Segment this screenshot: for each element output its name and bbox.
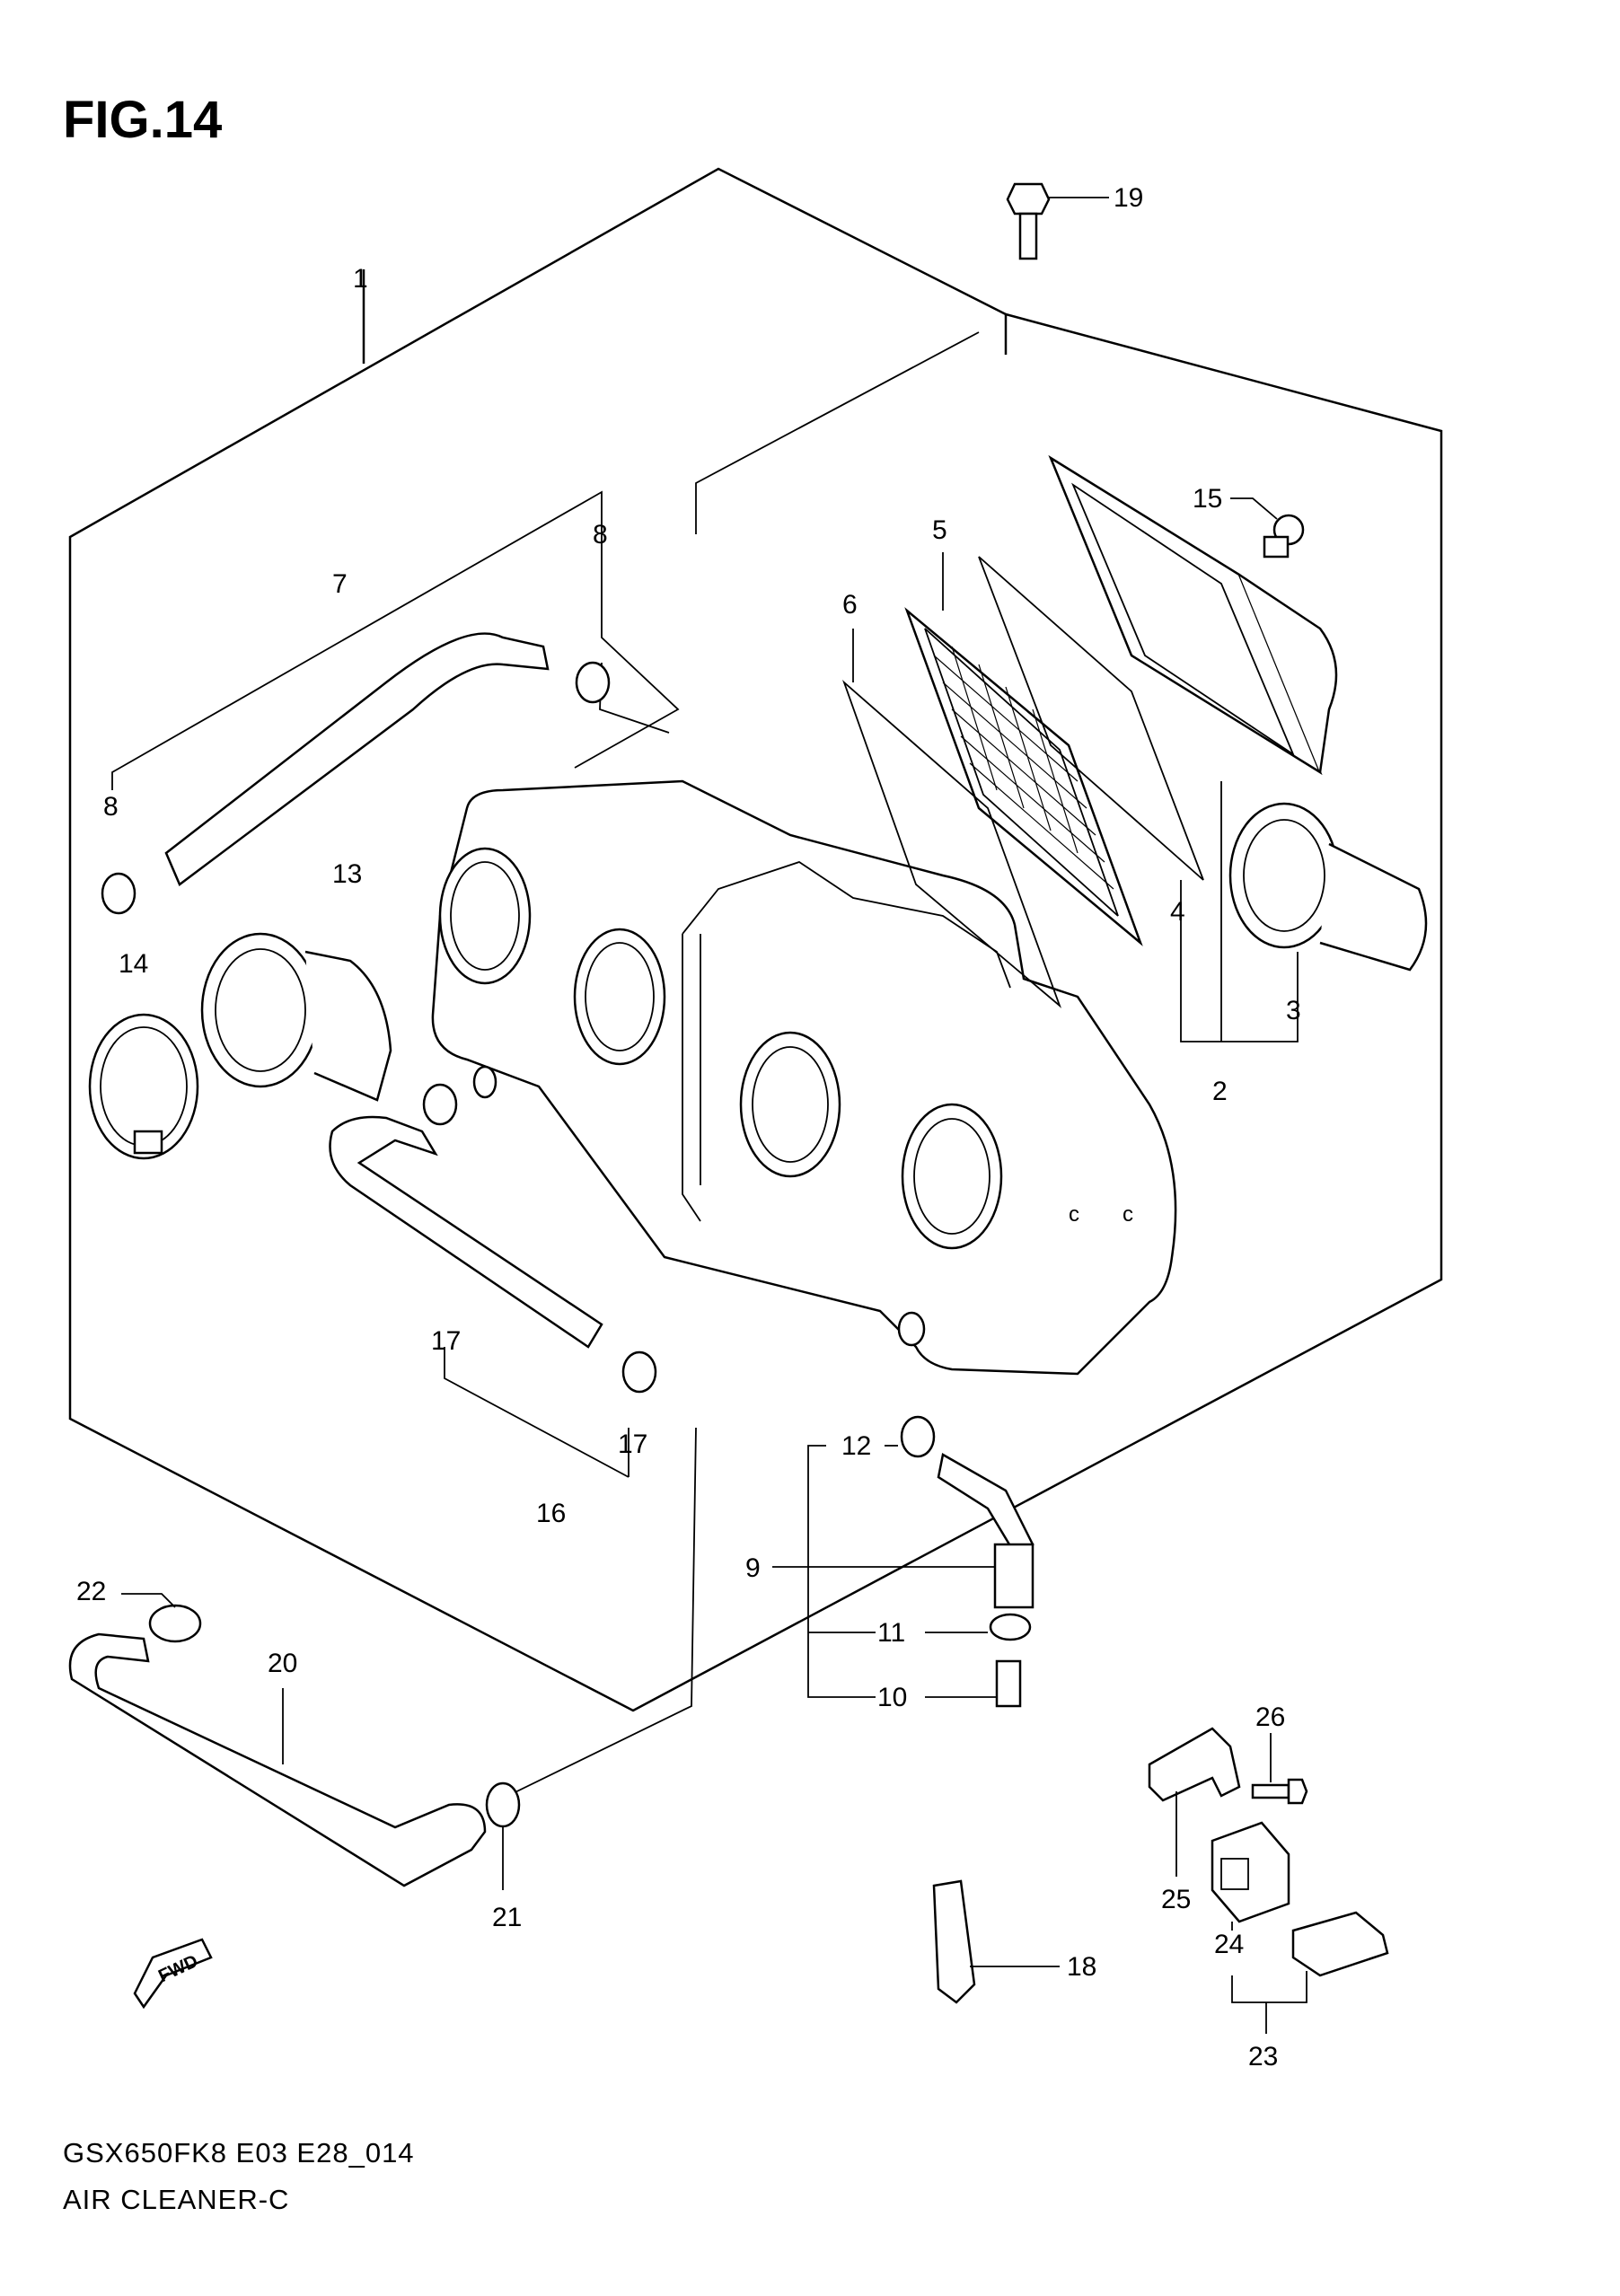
callout-14: 14 bbox=[119, 949, 148, 979]
clamp-12 bbox=[900, 1415, 936, 1458]
callout-8-upper: 8 bbox=[593, 520, 608, 550]
callout-19: 19 bbox=[1114, 183, 1143, 213]
callout-22: 22 bbox=[76, 1577, 106, 1606]
intake-duct-3 bbox=[1228, 802, 1428, 972]
clamp-17-lower bbox=[621, 1350, 657, 1394]
callout-4: 4 bbox=[1170, 897, 1185, 927]
connector-23 bbox=[1291, 1911, 1389, 1977]
callout-16: 16 bbox=[536, 1499, 566, 1528]
callout-3: 3 bbox=[1286, 996, 1301, 1025]
drain-hose-9-pipe bbox=[993, 1543, 1035, 1609]
callout-21: 21 bbox=[492, 1903, 522, 1932]
clamp-22 bbox=[148, 1604, 202, 1643]
callout-17-upper: 17 bbox=[431, 1326, 461, 1356]
hose-16 bbox=[329, 1115, 603, 1349]
hose-7 bbox=[164, 632, 550, 886]
callout-9: 9 bbox=[745, 1553, 761, 1583]
callout-18: 18 bbox=[1067, 1952, 1096, 1982]
callout-7: 7 bbox=[332, 569, 348, 599]
callout-5: 5 bbox=[932, 515, 947, 545]
bracket-25 bbox=[1148, 1727, 1241, 1802]
callout-20: 20 bbox=[268, 1649, 297, 1678]
assembly-outline-1 bbox=[68, 167, 1443, 1712]
subassembly-outline bbox=[695, 331, 980, 534]
breather-hose-20 bbox=[68, 1632, 487, 1887]
air-box-cover-2 bbox=[1048, 454, 1338, 776]
connector-24 bbox=[1211, 1821, 1290, 1923]
forward-direction-arrow-icon: FWD bbox=[133, 1938, 213, 2010]
air-box-housing: c c bbox=[431, 779, 1177, 1376]
clamp-11 bbox=[989, 1613, 1032, 1641]
filter-element-5 bbox=[904, 607, 1143, 946]
drain-plug-10 bbox=[995, 1659, 1022, 1708]
footer-model-code: GSX650FK8 E03 E28_014 bbox=[63, 2137, 415, 2168]
screw-15 bbox=[1263, 514, 1305, 559]
svg-text:c: c bbox=[1123, 1202, 1133, 1227]
callout-1: 1 bbox=[353, 264, 368, 294]
bolt-26 bbox=[1251, 1778, 1308, 1805]
callout-25: 25 bbox=[1161, 1885, 1191, 1914]
callout-12: 12 bbox=[841, 1431, 871, 1461]
callout-11: 11 bbox=[877, 1618, 905, 1648]
gasket-6 bbox=[841, 680, 1061, 1008]
bolt-19 bbox=[1006, 182, 1051, 260]
callout-26: 26 bbox=[1255, 1702, 1285, 1732]
callout-24: 24 bbox=[1214, 1930, 1244, 1959]
callout-8-lower: 8 bbox=[103, 792, 119, 822]
callout-10: 10 bbox=[877, 1683, 907, 1712]
intake-elbow-13 bbox=[200, 932, 392, 1102]
callout-15: 15 bbox=[1193, 484, 1222, 514]
clamp-8-lower bbox=[101, 872, 136, 915]
callout-2: 2 bbox=[1212, 1077, 1228, 1106]
clamp-21 bbox=[485, 1781, 521, 1828]
clamp-17-upper bbox=[422, 1083, 458, 1126]
callout-6: 6 bbox=[842, 590, 858, 620]
callout-23: 23 bbox=[1248, 2042, 1278, 2072]
footer-section-name: AIR CLEANER-C bbox=[63, 2184, 290, 2215]
svg-text:c: c bbox=[1069, 1202, 1079, 1227]
gasket-4 bbox=[978, 556, 1204, 881]
callout-13: 13 bbox=[332, 859, 362, 889]
clip-18 bbox=[932, 1879, 976, 2004]
figure-title: FIG.14 bbox=[63, 91, 223, 149]
clamp-8-upper bbox=[575, 661, 611, 704]
band-clamp-14 bbox=[88, 1013, 199, 1160]
callout-17-lower: 17 bbox=[618, 1430, 647, 1459]
